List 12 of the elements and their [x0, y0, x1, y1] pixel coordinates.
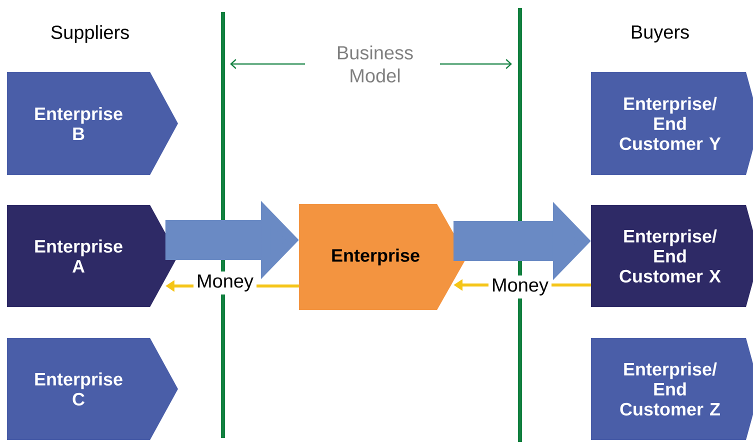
- edge-label: Money: [194, 271, 257, 294]
- section-label: Business Model: [338, 46, 413, 82]
- chevron-box: Enterprise B: [7, 72, 178, 175]
- chevron-box: Enterprise A: [7, 205, 178, 307]
- chevron-box: Enterprise C: [7, 338, 178, 440]
- column-heading: Buyers: [632, 26, 689, 42]
- chevron-box: Enterprise/ End Customer X: [591, 205, 753, 307]
- process-box: Enterprise: [299, 204, 467, 310]
- edge-label: Money: [488, 275, 552, 298]
- column-heading: Suppliers: [51, 25, 129, 43]
- chevron-box: Enterprise/ End Customer Y: [591, 72, 753, 175]
- chevron-box: Enterprise/ End Customer Z: [591, 338, 753, 440]
